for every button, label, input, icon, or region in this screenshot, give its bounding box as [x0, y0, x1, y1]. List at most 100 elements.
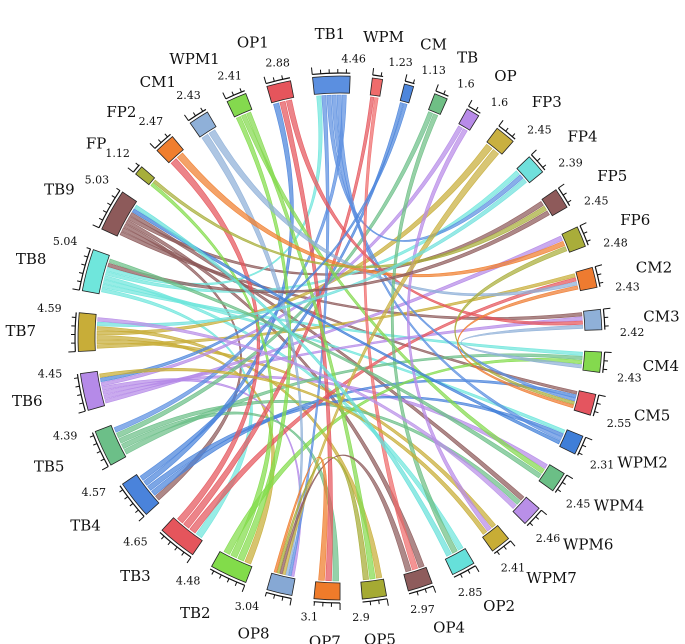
ribbon-cm2-to-cm5: [457, 285, 579, 409]
segment-axis-op1: [265, 77, 291, 85]
segment-label-wpm2: WPM2: [617, 453, 667, 471]
segment-axis-cm4: [602, 352, 606, 373]
tick-tb9-0: [92, 224, 100, 229]
tick-tb3-4: [161, 535, 165, 540]
segment-axis-fp4: [530, 154, 546, 171]
tick-wpm2-1: [582, 444, 587, 448]
segment-arc-wpm1: [226, 93, 253, 118]
tick-fp5-0: [558, 183, 565, 189]
tick-tb9-2: [102, 210, 107, 213]
segment-arc-op4: [403, 566, 433, 592]
segment-label-op7: OP7: [309, 633, 341, 644]
segment-axis-tb9: [98, 189, 121, 229]
segment-arc-op: [458, 108, 480, 131]
tick-cm1-1: [192, 112, 196, 117]
value-label-fp: 1.12: [105, 147, 130, 160]
segment-label-wpm4: WPM4: [594, 496, 644, 514]
value-label-fp2: 2.47: [139, 115, 164, 128]
tick-cm3-0: [603, 307, 611, 310]
tick-op2-1: [467, 569, 471, 574]
value-label-wpm4: 2.45: [566, 498, 591, 511]
segment-label-cm2: CM2: [636, 259, 672, 277]
tick-wpm2-0: [585, 436, 593, 441]
segment-axis-tb2: [209, 568, 245, 586]
segment-arc-fp3: [486, 127, 514, 155]
tick-fp3-0: [498, 120, 504, 127]
tick-op8-2: [273, 594, 276, 599]
value-label-tb6: 4.45: [38, 367, 63, 380]
segment-arc-tb9: [101, 191, 138, 237]
segment-axis-tb3: [159, 531, 192, 558]
tick-op2-2: [459, 573, 463, 578]
tick-tb9-5: [116, 187, 121, 191]
tick-cm2-0: [595, 264, 603, 268]
segment-axis-cm3: [602, 308, 606, 330]
ribbon-wpm7-to-tb6: [99, 368, 488, 535]
segment-arc-fp: [135, 166, 156, 186]
ribbon-cm1-to-cm2: [208, 129, 578, 297]
ribbon-tb1-to-fp4: [326, 94, 524, 242]
segment-arc-op1: [266, 80, 295, 104]
segment-axis-fp3: [498, 125, 516, 140]
tick-op5-0: [386, 598, 389, 606]
segment-label-wpm7: WPM7: [526, 569, 576, 587]
tick-tb1-0: [310, 67, 313, 75]
ribbon-fp5-to-tb8: [107, 210, 550, 294]
tick-fp4-0: [531, 149, 537, 156]
segment-label-tb1: TB1: [315, 25, 346, 43]
tick-fp2-0: [149, 143, 156, 149]
tick-fp3-2: [511, 133, 516, 137]
segment-axis-wpm1: [225, 90, 245, 100]
segment-arc-fp2: [156, 136, 184, 164]
segment-arc-layer: [68, 67, 612, 611]
ribbon-cm3-to-cm4: [460, 324, 584, 369]
tick-wpm7-2: [496, 551, 500, 555]
value-label-wpm2: 2.31: [590, 458, 615, 471]
ribbon-wpm2-to-tb9: [131, 208, 561, 445]
tick-wpm-0: [372, 68, 375, 76]
value-label-tb: 1.6: [457, 78, 475, 91]
segment-arc-wpm4: [538, 464, 565, 492]
ribbon-tb-to-op2: [390, 113, 458, 554]
tick-tb9-1: [98, 217, 103, 221]
tick-tb8-3: [81, 263, 86, 266]
tick-fp6-1: [583, 231, 588, 234]
segment-arc-tb6: [79, 370, 106, 411]
segment-arc-wpm6: [512, 496, 540, 525]
tick-tb2-3: [219, 574, 222, 579]
tick-wpm4-2: [557, 488, 562, 493]
tick-fp5-1: [562, 192, 567, 196]
ribbon-tb3-to-fp2: [170, 158, 260, 524]
segment-arc-tb1: [312, 75, 351, 95]
ribbon-tb7-to-op5: [96, 326, 383, 579]
segment-axis-tb4: [119, 485, 145, 517]
segment-axis-op5: [362, 598, 388, 603]
tick-op2-0: [474, 565, 480, 573]
value-label-tb8: 5.04: [53, 235, 78, 248]
ribbon-op2-to-tb9: [134, 204, 452, 557]
tick-tb4-0: [138, 516, 145, 522]
tick-wpm1-0: [222, 92, 227, 100]
segment-label-op4: OP4: [433, 618, 465, 636]
segment-arc-wpm7: [482, 524, 510, 552]
ribbon-fp6-to-cm5: [454, 246, 575, 405]
segment-arc-op8: [266, 572, 296, 597]
ribbon-fp-to-fp5: [152, 179, 547, 269]
value-label-tb1: 4.46: [341, 52, 366, 65]
tick-tb4-2: [129, 503, 134, 507]
tick-cm2-2: [599, 281, 604, 284]
segment-label-op1: OP1: [237, 33, 269, 51]
value-label-op: 1.6: [491, 96, 509, 109]
ribbon-wpm-to-op4: [363, 97, 419, 571]
segment-label-fp4: FP4: [567, 127, 597, 145]
ribbon-op7-to-op8: [273, 456, 328, 581]
ribbon-tb1-to-op8: [288, 95, 330, 577]
segment-label-cm5: CM5: [634, 407, 670, 425]
tick-op-0: [468, 99, 473, 107]
tick-fp2-2: [164, 133, 168, 138]
segment-axis-wpm4: [554, 474, 568, 493]
segment-label-cm1: CM1: [140, 73, 176, 91]
value-label-cm3: 2.42: [620, 326, 645, 339]
value-label-cm1: 2.43: [176, 89, 201, 102]
ribbon-fp2-to-fp6: [176, 152, 566, 278]
